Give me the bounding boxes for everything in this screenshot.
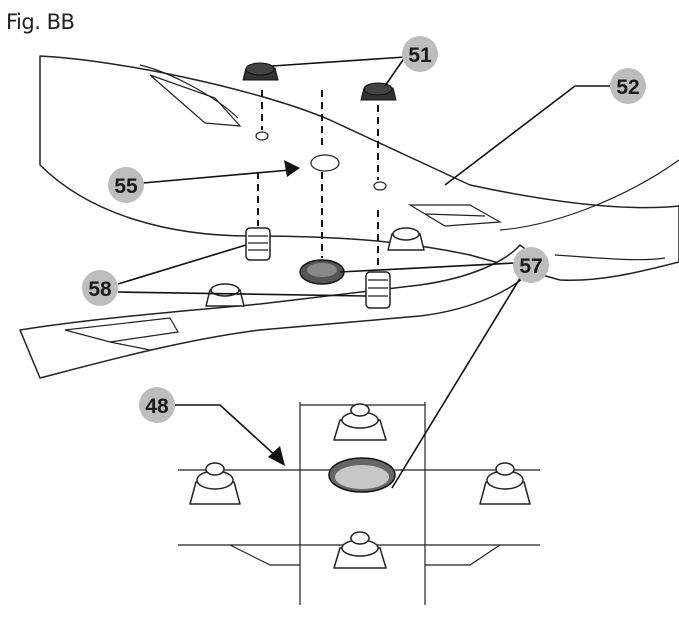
leader-51-right <box>384 56 406 87</box>
arrowhead-48 <box>268 446 285 466</box>
figure-label: Fig. BB <box>6 10 75 34</box>
inset-washer-57 <box>328 457 396 493</box>
leader-55 <box>142 169 291 184</box>
inset-nut-left <box>189 462 241 505</box>
callout-51: 51 <box>402 36 438 72</box>
blade-holes <box>255 131 387 191</box>
leader-57-upper <box>339 262 516 273</box>
bolt-58-right <box>365 271 391 309</box>
callout-52: 52 <box>610 68 646 104</box>
leader-48 <box>175 404 279 459</box>
inset-nut-bottom <box>333 531 387 569</box>
inset-nut-right <box>479 462 531 505</box>
nut-51-right <box>360 82 397 101</box>
leader-52 <box>444 85 613 186</box>
bolt-58-left <box>245 227 271 261</box>
inset-nut-top <box>333 403 387 441</box>
leader-58-right <box>117 291 367 297</box>
svg-text:48: 48 <box>145 395 169 418</box>
svg-text:52: 52 <box>616 76 639 99</box>
arrowhead-55 <box>284 160 300 177</box>
svg-text:51: 51 <box>408 44 432 67</box>
nut-51-left <box>242 62 279 81</box>
svg-text:57: 57 <box>519 255 542 278</box>
callout-48: 48 <box>139 387 175 423</box>
washer-57-upper <box>299 259 345 285</box>
callout-58: 58 <box>82 270 118 306</box>
callout-57: 57 <box>513 247 549 283</box>
nut-lower-left <box>205 283 245 307</box>
svg-text:55: 55 <box>114 175 138 198</box>
leader-57-inset <box>391 274 523 489</box>
upper-blade <box>39 55 679 282</box>
leader-58-left <box>117 244 247 285</box>
inset-detail-48 <box>178 402 540 605</box>
leader-51-left <box>271 56 406 67</box>
svg-text:58: 58 <box>88 278 112 301</box>
callout-55: 55 <box>108 167 144 203</box>
nut-lower-right <box>387 227 425 251</box>
